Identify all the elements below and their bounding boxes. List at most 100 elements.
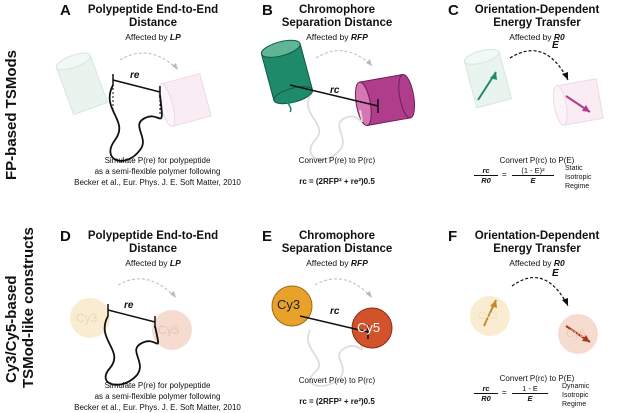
panel-b-title-line1: Chromophore [298,4,376,16]
panel-c-lhs-den: R0 [481,176,491,185]
panel-c-regime-line3: Regime [565,183,590,190]
panel-c-e-label: E [552,40,559,51]
panel-d-caption-line2: as a semi-flexible polymer following [94,392,221,401]
panel-b-rc-label: rc [330,85,340,96]
panel-d-affected-prefix: Affected by [125,258,170,268]
panel-b-title: Chromophore Separation Distance [262,4,412,30]
panel-f-lhs-num: rc [474,384,498,394]
panel-a-caption-line2: as a semi-flexible polymer following [94,167,221,176]
panel-b-convert: Convert P(re) to P(rc) [298,156,376,165]
panel-c-equals: = [502,170,507,179]
panel-c-convert: Convert P(rc) to P(E) [499,156,575,165]
panel-d-caption-line3: Becker et al., Eur. Phys. J. E. Soft Mat… [74,403,241,412]
panel-d-title: Polypeptide End-to-End Distance [68,230,238,256]
panel-f-regime-line1: Dynamic [562,383,590,390]
panel-c-lhs-fraction: rc R0 [474,166,498,185]
panel-a-re-label: re [130,70,140,81]
panel-c-affected-var: R0 [553,32,565,42]
panel-a-title: Polypeptide End-to-End Distance [68,4,238,30]
energy-transfer-arc [509,50,569,81]
panel-b-affected-prefix: Affected by [306,32,351,42]
panel-c-regime-line1: Static [565,165,583,172]
panel-f-cy3-label: Cy3 [478,310,498,322]
panel-d-affected: Affected by LP [68,258,238,268]
panel-c-regime-line2: Isotropic [565,174,592,181]
panel-d-affected-var: LP [169,258,181,268]
panel-b-affected-var: RFP [350,32,368,42]
panel-f-title-line2: Energy Transfer [493,243,581,255]
panel-f-cy5-label: Cy5 [566,328,586,340]
faded-cy3-dye [70,298,110,338]
magenta-fp-cylinder [354,73,416,127]
panel-a-affected: Affected by LP [68,32,238,42]
panel-a-title-line1: Polypeptide End-to-End [87,4,219,16]
panel-c-title-line2: Energy Transfer [493,17,581,29]
panel-d-re-label: re [124,300,134,311]
panel-c-affected: Affected by R0 [462,32,612,42]
panel-f-lhs-fraction: rc R0 [474,384,498,403]
faded-teal-fp-cylinder [55,52,109,116]
panel-f-regime-line2: Isotropic [562,392,589,399]
panel-e-title-line1: Chromophore [298,230,376,242]
panel-f-affected-prefix: Affected by [509,258,554,268]
panel-f-regime-line3: Regime [562,401,587,408]
panel-f-e-label: E [552,268,559,279]
panel-a-caption-line1: Simulate P(re) for polypeptide [104,156,211,165]
panel-a-caption: Simulate P(re) for polypeptide as a semi… [60,155,255,188]
panel-e-cy5-label: Cy5 [357,320,381,335]
panel-f-convert: Convert P(rc) to P(E) [499,374,575,383]
panel-d-cy3-label: Cy3 [76,311,98,325]
panel-c-title: Orientation-Dependent Energy Transfer [462,4,612,30]
dashed-arc-arrow [119,52,179,71]
panel-f-affected: Affected by R0 [462,258,612,268]
panel-e-title: Chromophore Separation Distance [262,230,412,256]
panel-f-rhs-den: E [527,394,533,403]
panel-e-affected-var: RFP [350,258,368,268]
panel-a-affected-prefix: Affected by [125,32,170,42]
panel-c-lhs-num: rc [474,166,498,176]
panel-b-equation: rc = (2RFP² + re²)0.5 [299,177,375,186]
panel-e-convert: Convert P(re) to P(rc) [298,376,376,385]
panel-d-caption: Simulate P(re) for polypeptide as a semi… [60,380,255,413]
panel-letter-d: D [60,228,71,245]
panel-letter-c: C [448,2,459,19]
panel-e-affected: Affected by RFP [262,258,412,268]
panel-e-affected-prefix: Affected by [306,258,351,268]
panel-a-caption-line3: Becker et al., Eur. Phys. J. E. Soft Mat… [74,178,241,187]
panel-d-title-line1: Polypeptide End-to-End [87,230,219,242]
panel-letter-e: E [262,228,273,245]
panel-f-equals: = [502,388,507,397]
panel-b-title-line2: Separation Distance [281,17,393,29]
panel-e-title-line2: Separation Distance [281,243,393,255]
panel-e-cy3-label: Cy3 [277,297,301,312]
panel-a-affected-var: LP [169,32,181,42]
panel-c-regime: Static Isotropic Regime [565,164,591,191]
panel-letter-b: B [262,2,273,19]
panel-letter-a: A [60,2,71,19]
panel-e-rc-label: rc [330,306,340,317]
panel-f-lhs-den: R0 [481,394,491,403]
panel-f-rhs-num: 1 - E [512,384,548,394]
panel-f-affected-var: R0 [553,258,565,268]
polymer-chain [108,84,163,162]
panel-e-equation: rc = (2RFP² + re²)0.5 [299,397,375,406]
panel-c-rhs-num: (1 - E)² [512,166,554,176]
panel-f-title: Orientation-Dependent Energy Transfer [462,230,612,256]
faded-cy5-dye [152,310,192,350]
panel-c-affected-prefix: Affected by [509,32,554,42]
panel-a-title-line2: Distance [129,17,177,29]
panel-f-rhs-fraction: 1 - E E [512,384,548,403]
panel-d-cy5-label: Cy5 [158,323,180,337]
panel-c-rhs-fraction: (1 - E)² E [512,166,554,185]
teal-fp-cylinder [260,39,314,105]
panel-d-caption-line1: Simulate P(re) for polypeptide [104,381,211,390]
panel-d-title-line2: Distance [129,243,177,255]
panel-f-regime: Dynamic Isotropic Regime [562,382,589,409]
panel-letter-f: F [448,228,458,245]
